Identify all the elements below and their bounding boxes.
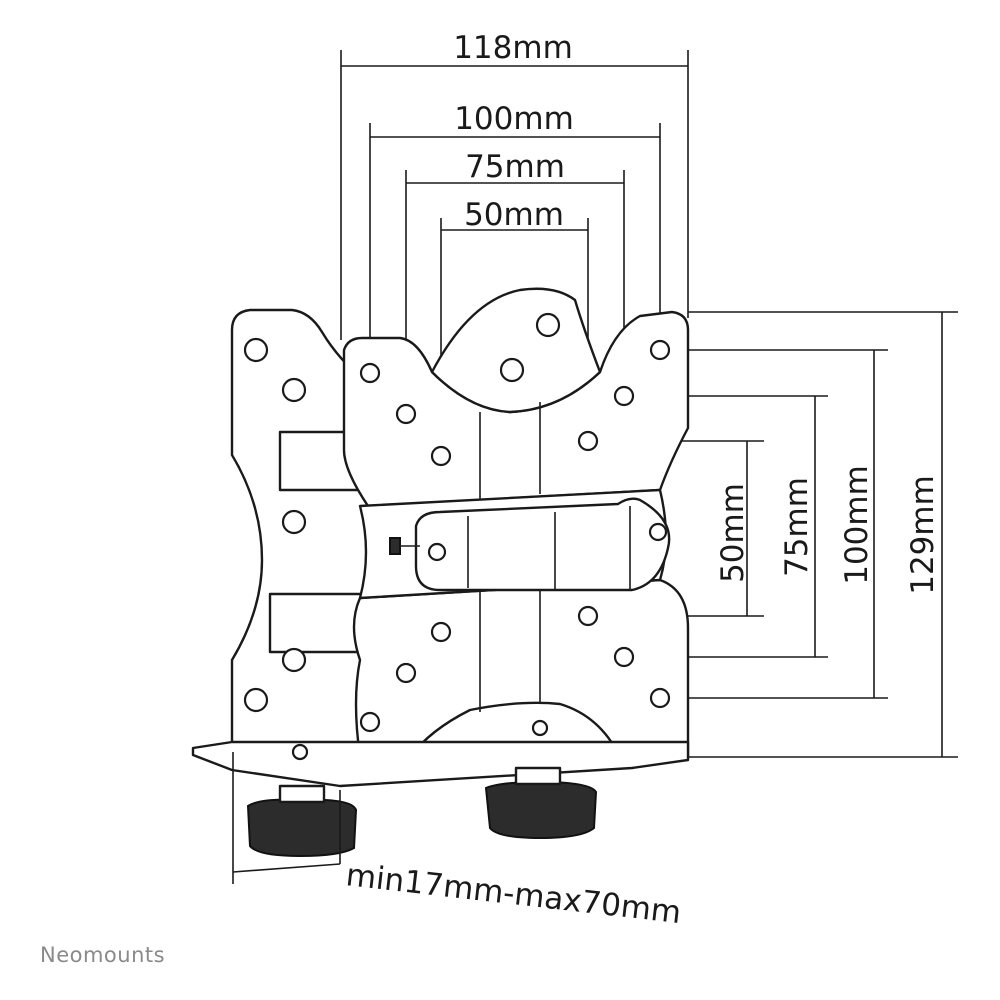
label-100mm-vertical: 100mm xyxy=(839,465,875,585)
hole xyxy=(359,362,381,384)
hole xyxy=(427,542,447,562)
mount-bracket xyxy=(191,287,690,858)
hole xyxy=(395,403,417,425)
knob-right xyxy=(484,780,598,840)
label-118mm: 118mm xyxy=(453,30,573,66)
label-50mm-vertical: 50mm xyxy=(715,483,751,583)
label-75mm-vertical: 75mm xyxy=(779,477,815,577)
clamp-dim-line xyxy=(232,863,341,873)
hole xyxy=(577,430,599,452)
hole xyxy=(499,357,525,383)
label-129mm: 129mm xyxy=(905,475,941,595)
hole xyxy=(243,337,269,363)
label-50mm: 50mm xyxy=(464,197,564,233)
hole xyxy=(531,719,549,737)
label-clamp-range: min17mm-max70mm xyxy=(344,857,683,931)
hole xyxy=(649,687,671,709)
hole xyxy=(281,647,307,673)
hole xyxy=(243,687,269,713)
hole xyxy=(291,743,309,761)
brand-logo: Neomounts xyxy=(40,943,166,967)
label-100mm: 100mm xyxy=(454,101,574,137)
knob-left-neck xyxy=(278,784,326,804)
right-dimensions: 129mm 100mm 75mm 50mm xyxy=(600,311,958,758)
hole xyxy=(281,377,307,403)
strap-band xyxy=(414,497,671,592)
hole xyxy=(613,646,635,668)
hole xyxy=(649,339,671,361)
knob-right-neck xyxy=(514,766,562,786)
hole xyxy=(613,385,635,407)
hole xyxy=(577,605,599,627)
label-75mm: 75mm xyxy=(465,149,565,185)
base-plate xyxy=(191,740,690,788)
hole xyxy=(395,662,417,684)
hole xyxy=(281,509,307,535)
screw-head xyxy=(389,537,401,555)
hole xyxy=(648,522,668,542)
hole xyxy=(430,621,452,643)
hole xyxy=(359,711,381,733)
hole xyxy=(535,312,561,338)
hole xyxy=(430,445,452,467)
